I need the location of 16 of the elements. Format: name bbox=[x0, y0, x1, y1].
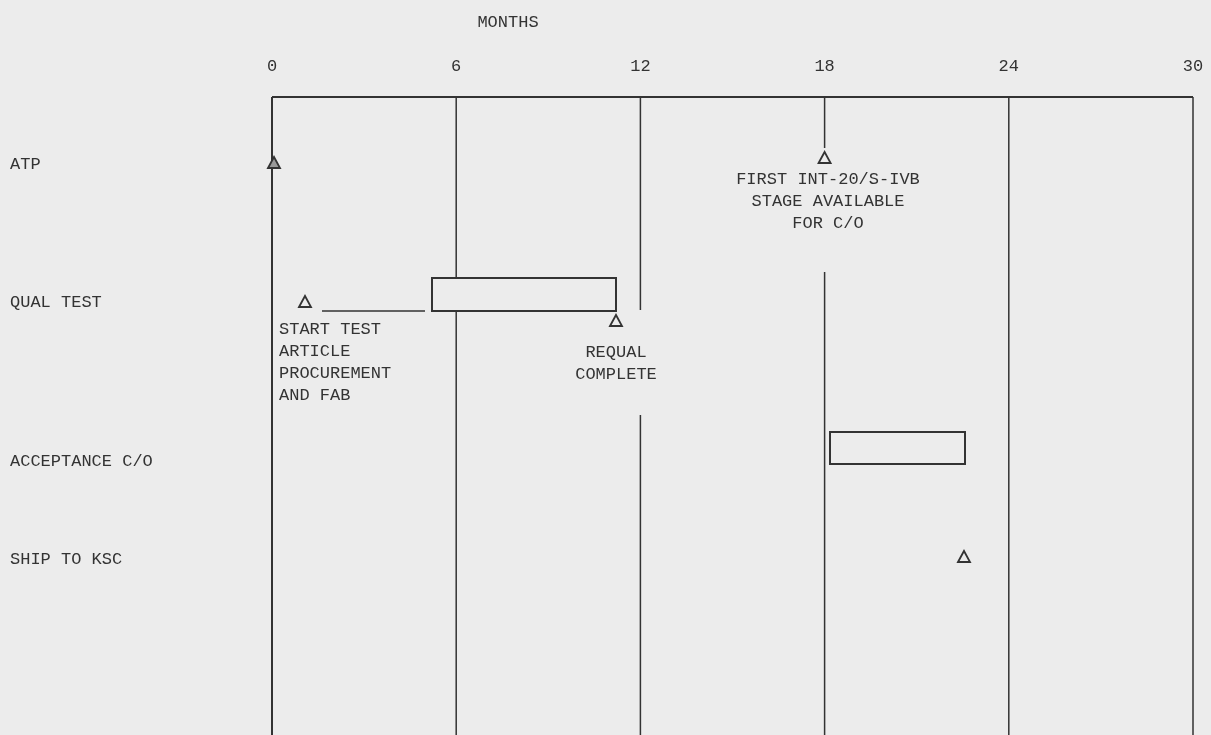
row-label: ACCEPTANCE C/O bbox=[10, 451, 154, 473]
schedule-bar bbox=[829, 431, 966, 465]
tick-label: 30 bbox=[1181, 56, 1205, 78]
milestone-note: FIRST INT-20/S-IVB STAGE AVAILABLE FOR C/O bbox=[735, 169, 921, 235]
row-label: QUAL TEST bbox=[10, 292, 103, 314]
tick-label: 12 bbox=[629, 56, 652, 78]
tick-label: 6 bbox=[450, 56, 463, 78]
schedule-bar bbox=[431, 277, 617, 312]
row-label: SHIP TO KSC bbox=[10, 549, 124, 571]
tick-label: 0 bbox=[265, 56, 279, 78]
row-label: ATP bbox=[10, 154, 42, 176]
milestone-note: START TEST ARTICLE PROCUREMENT AND FAB bbox=[279, 319, 393, 407]
tick-label: 18 bbox=[813, 56, 836, 78]
axis-title: MONTHS bbox=[476, 12, 540, 34]
tick-label: 24 bbox=[997, 56, 1020, 78]
milestone-note: REQUAL COMPLETE bbox=[574, 342, 658, 386]
